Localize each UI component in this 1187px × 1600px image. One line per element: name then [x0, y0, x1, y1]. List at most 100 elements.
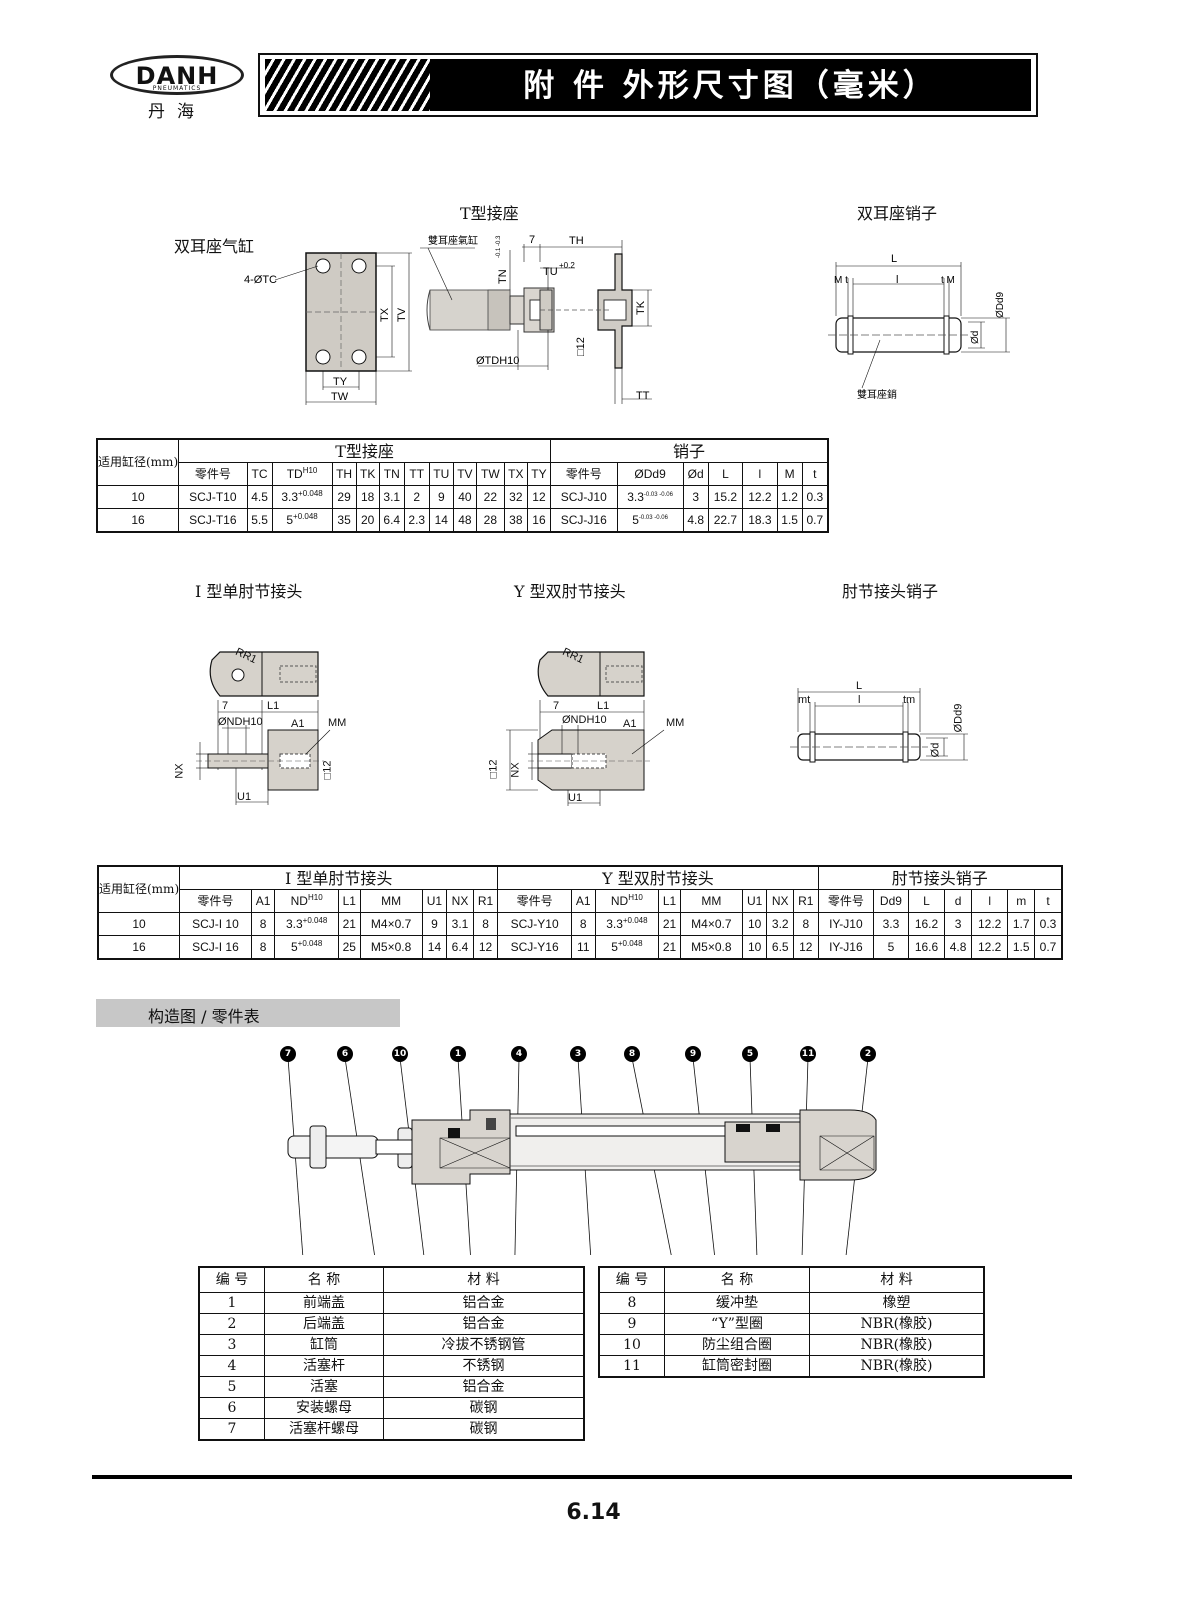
cell: 4.8	[944, 935, 972, 960]
cell: SCJ-Y16	[497, 935, 572, 960]
cell: 28	[475, 508, 505, 533]
cell: M4×0.7	[359, 912, 423, 936]
cell: 21	[658, 935, 681, 960]
h-y-mm: MM	[679, 889, 743, 913]
cell: 16	[96, 508, 180, 533]
kp-dim-l: l	[858, 694, 861, 706]
callout-1: 1	[450, 1046, 466, 1062]
h-M: M	[776, 462, 803, 486]
callout-4: 4	[511, 1046, 527, 1062]
cell: 11	[598, 1355, 665, 1378]
cell: 2	[403, 485, 430, 509]
cell: NBR(橡胶)	[809, 1334, 985, 1356]
h-i-l1: L1	[337, 889, 361, 913]
pin-dim-Dd9: ØDd9	[995, 291, 1006, 318]
h-p-dd9: Dd9	[873, 889, 909, 913]
h-i-r1: R1	[472, 889, 499, 913]
cell: 20	[355, 508, 380, 533]
cell: 18.3	[742, 508, 778, 533]
y-dim-sq12: □12	[487, 759, 500, 779]
table-row: 10 SCJ-I 10 8 3.3+0.048 21 M4×0.7 9 3.1 …	[97, 912, 1063, 936]
callout-3: 3	[570, 1046, 586, 1062]
cell: 18	[355, 485, 380, 509]
group-knuckle-pin: 肘节接头销子	[817, 865, 1063, 890]
callout-6: 6	[337, 1046, 353, 1062]
cell: 14	[428, 508, 454, 533]
col-bore: 适用缸径(mm)	[96, 438, 180, 486]
i-joint-side-view	[196, 725, 331, 805]
cell: 8	[793, 912, 819, 936]
cell: 2.3	[403, 508, 430, 533]
cell: SCJ-I 16	[179, 935, 252, 960]
cell: 3.3+0.048	[271, 485, 333, 509]
page-title: 附 件 外形尺寸图（毫米）	[523, 68, 938, 104]
group-i-joint: I 型单肘节接头	[179, 865, 499, 890]
cell: 1.7	[1007, 912, 1035, 936]
dim-tt: TT	[636, 390, 650, 402]
pin-dim-d: Ød	[970, 331, 981, 344]
section1-drawings: 4-ØTC TY TW TX TV 雙耳座氣缸 7 TH	[244, 234, 1010, 405]
cell: 铝合金	[383, 1376, 585, 1398]
cell: 10	[96, 485, 180, 509]
cell: 4	[198, 1355, 265, 1377]
cell: 16.6	[907, 935, 946, 960]
h-material: 材 料	[809, 1266, 985, 1293]
page-number: 6.14	[566, 1500, 621, 1525]
pin-dim-L: L	[891, 253, 897, 265]
cell: 25	[337, 935, 361, 960]
pin-dim-tM: t M	[941, 275, 955, 286]
logo-cn: 丹海	[148, 102, 206, 122]
cell: SCJ-T16	[178, 508, 248, 533]
cell: 10	[97, 912, 181, 936]
group-pin: 销子	[550, 438, 829, 463]
h-y-nd: NDH10	[594, 889, 660, 913]
structure-section-bar: 构造图 / 零件表	[96, 999, 400, 1027]
double-clevis-cyl-title: 双耳座气缸	[174, 237, 255, 256]
cell: 前端盖	[264, 1292, 384, 1314]
dim-tc: 4-ØTC	[244, 274, 277, 286]
h-tu: TU	[428, 462, 454, 486]
dim-tk: TK	[635, 300, 647, 315]
y-joint-top-view	[537, 651, 645, 770]
cell: 缸筒	[264, 1334, 384, 1356]
cell: SCJ-J10	[550, 485, 618, 509]
cell: 22.7	[707, 508, 744, 533]
callout-8: 8	[624, 1046, 640, 1062]
cell: M5×0.8	[359, 935, 423, 960]
kp-dim-tm: tm	[903, 694, 916, 706]
h-name: 名 称	[664, 1266, 810, 1293]
cell: 12.2	[742, 485, 778, 509]
cell: 15.2	[707, 485, 744, 509]
h-i-mm: MM	[359, 889, 423, 913]
h-pin-part: 零件号	[550, 462, 618, 486]
cell: 21	[658, 912, 681, 936]
clevis-pin-title: 双耳座销子	[857, 204, 938, 223]
cell: 40	[452, 485, 477, 509]
dim-th: TH	[569, 235, 584, 247]
cell: 不锈钢	[383, 1355, 585, 1377]
cell: 2	[198, 1313, 265, 1335]
cell: 6	[198, 1397, 265, 1419]
t-bracket-spec-table: 适用缸径(mm) T型接座 销子 零件号 TC TDH10 TH TK TN T…	[96, 438, 829, 533]
callout-10: 10	[392, 1046, 408, 1062]
footer-rule	[92, 1475, 1072, 1479]
h-material: 材 料	[383, 1266, 585, 1293]
h-no: 编 号	[198, 1266, 265, 1293]
i-joint-top-view	[209, 651, 319, 770]
cell: 5	[873, 935, 909, 960]
cell: SCJ-Y10	[497, 912, 572, 936]
cell: 3	[682, 485, 709, 509]
title-banner: 附 件 外形尺寸图（毫米）	[258, 53, 1038, 117]
cell: 6.4	[378, 508, 405, 533]
cell: 4.8	[682, 508, 709, 533]
cell: 9	[421, 912, 448, 936]
h-p-t: t	[1034, 889, 1063, 913]
cell: 5+0.048	[274, 935, 339, 960]
cell: 0.7	[801, 508, 829, 533]
cell: 12.2	[970, 912, 1009, 936]
cell: 48	[452, 508, 477, 533]
